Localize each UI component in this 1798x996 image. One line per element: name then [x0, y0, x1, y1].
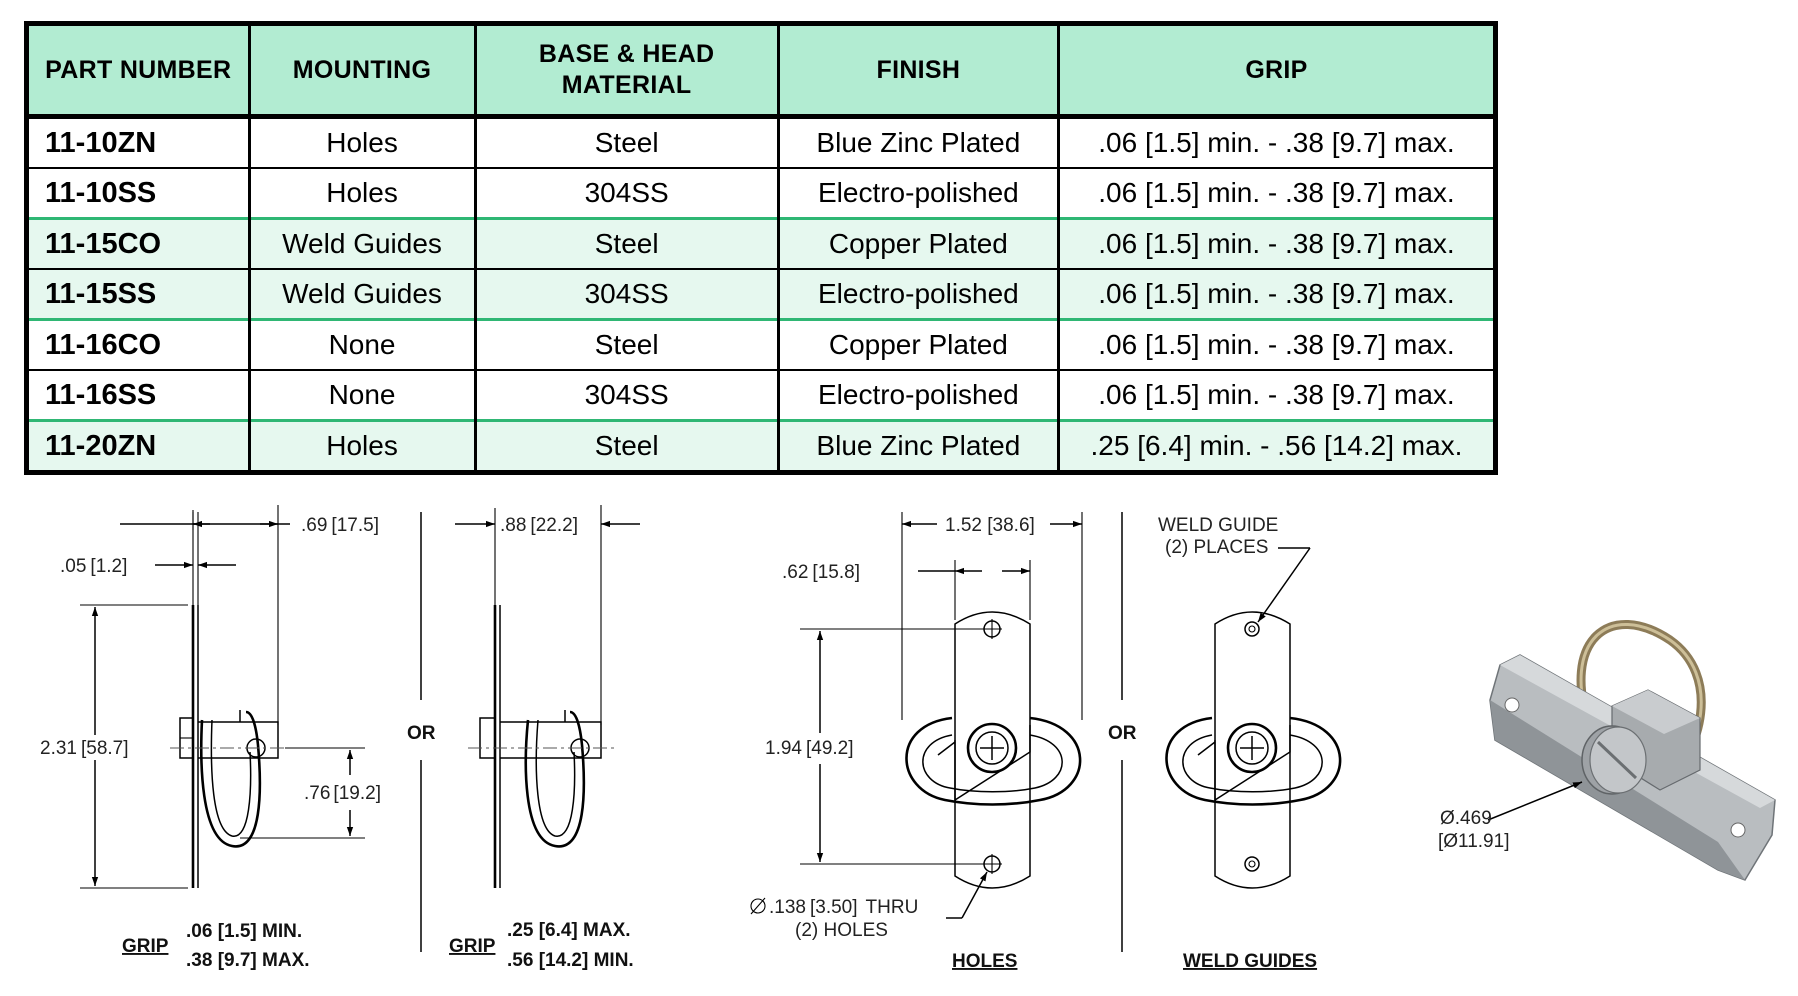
dim-offset-a: .76[19.2] [304, 783, 381, 804]
cell-finish: Electro-polished [776, 370, 1060, 422]
cell-finish: Blue Zinc Plated [776, 419, 1060, 473]
cell-material: 304SS [473, 370, 780, 422]
cell-material: Steel [473, 318, 780, 371]
cell-material: 304SS [473, 269, 780, 321]
or-label: OR [407, 723, 436, 744]
cell-grip: .06 [1.5] min. - .38 [9.7] max. [1056, 116, 1498, 169]
caption-weld-guides: WELD GUIDES [1183, 951, 1317, 972]
side-view-a-drawing [80, 505, 365, 889]
cell-part-number: 11-10ZN [25, 116, 251, 169]
cell-part-number: 11-16SS [25, 370, 251, 422]
hole-note: .138[3.50]THRU (2) HOLES [750, 897, 918, 941]
cell-mounting: Weld Guides [247, 217, 477, 270]
dim-hole-spacing: 1.94[49.2] [765, 738, 854, 759]
cell-finish: Copper Plated [776, 318, 1060, 371]
photo-callout-line2: [Ø11.91] [1438, 831, 1509, 852]
table-row: 11-16CO None Steel Copper Plated .06 [1.… [25, 318, 1498, 371]
cell-finish: Copper Plated [776, 217, 1060, 270]
grip-label-a: GRIP [122, 936, 169, 957]
svg-text:(2) HOLES: (2) HOLES [795, 920, 888, 941]
grip-min-b: .56 [14.2] MIN. [507, 950, 634, 971]
svg-text:.138[3.50]THRU: .138[3.50]THRU [769, 897, 918, 918]
grip-max-b: .25 [6.4] MAX. [507, 920, 631, 941]
dim-width-b: .88[22.2] [500, 515, 578, 536]
cell-grip: .06 [1.5] min. - .38 [9.7] max. [1056, 269, 1498, 321]
header-part-number: PART NUMBER [25, 23, 251, 119]
grip-max-a: .38 [9.7] MAX. [186, 950, 310, 971]
cell-part-number: 11-15SS [25, 269, 251, 321]
product-photo [1487, 620, 1776, 881]
cell-material: Steel [473, 116, 780, 169]
dim-plate-width: .62[15.8] [782, 562, 860, 583]
cell-part-number: 11-10SS [25, 168, 251, 220]
cell-grip: .06 [1.5] min. - .38 [9.7] max. [1056, 168, 1498, 220]
cell-grip: .06 [1.5] min. - .38 [9.7] max. [1056, 318, 1498, 371]
cell-mounting: Holes [247, 419, 477, 473]
weld-note-line1: WELD GUIDE [1158, 515, 1278, 536]
cell-part-number: 11-16CO [25, 318, 251, 371]
cell-finish: Electro-polished [776, 168, 1060, 220]
table-row: 11-20ZN Holes Steel Blue Zinc Plated .25… [25, 419, 1498, 473]
table-row: 11-10SS Holes 304SS Electro-polished .06… [25, 168, 1498, 220]
grip-label-b: GRIP [449, 936, 496, 957]
header-mounting: MOUNTING [247, 23, 477, 119]
cell-material: Steel [473, 217, 780, 270]
or-label: OR [1108, 723, 1137, 744]
grip-min-a: .06 [1.5] MIN. [186, 921, 302, 942]
table-row: 11-10ZN Holes Steel Blue Zinc Plated .06… [25, 116, 1498, 169]
side-view-b-drawing [455, 505, 640, 888]
cell-grip: .06 [1.5] min. - .38 [9.7] max. [1056, 217, 1498, 270]
holes-front-view-drawing [800, 512, 1083, 919]
table-row: 11-15SS Weld Guides 304SS Electro-polish… [25, 269, 1498, 321]
weld-note-line2: (2) PLACES [1165, 537, 1268, 558]
weld-guides-front-view-drawing [1165, 547, 1342, 889]
photo-callout-line1: Ø.469 [1440, 808, 1492, 829]
cell-mounting: None [247, 370, 477, 422]
cell-grip: .25 [6.4] min. - .56 [14.2] max. [1056, 419, 1498, 473]
cell-mounting: Holes [247, 116, 477, 169]
dim-height-a: 2.31[58.7] [40, 738, 129, 759]
cell-grip: .06 [1.5] min. - .38 [9.7] max. [1056, 370, 1498, 422]
table-row: 11-16SS None 304SS Electro-polished .06 … [25, 370, 1498, 422]
cell-material: Steel [473, 419, 780, 473]
table-row: 11-15CO Weld Guides Steel Copper Plated … [25, 217, 1498, 270]
dim-width-holes: 1.52 [38.6] [945, 515, 1035, 536]
header-finish: FINISH [776, 23, 1060, 119]
cell-material: 304SS [473, 168, 780, 220]
cell-finish: Electro-polished [776, 269, 1060, 321]
cell-part-number: 11-20ZN [25, 419, 251, 473]
cell-mounting: Holes [247, 168, 477, 220]
cell-finish: Blue Zinc Plated [776, 116, 1060, 169]
cell-part-number: 11-15CO [25, 217, 251, 270]
cell-mounting: None [247, 318, 477, 371]
caption-holes: HOLES [952, 951, 1017, 972]
cell-mounting: Weld Guides [247, 269, 477, 321]
dim-thickness-a: .05[1.2] [60, 556, 127, 577]
dim-width-a: .69[17.5] [301, 515, 379, 536]
header-grip: GRIP [1056, 23, 1498, 119]
